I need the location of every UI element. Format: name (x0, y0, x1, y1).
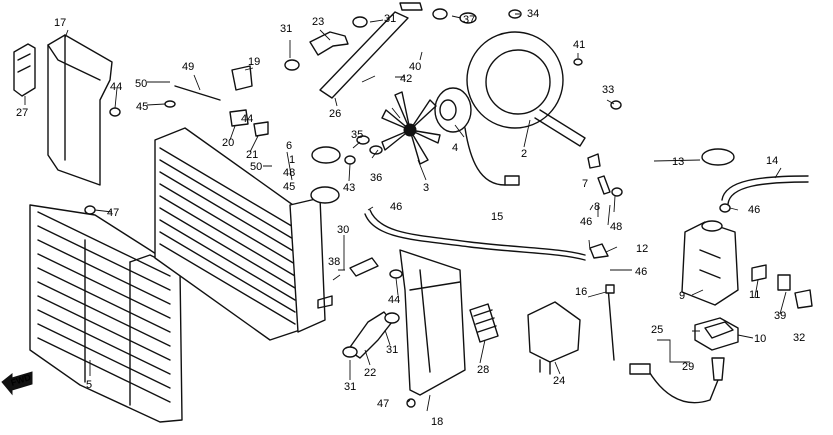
fan-blade (381, 91, 441, 165)
radiator-grille (29, 204, 183, 423)
callout-47a: 47 (107, 207, 119, 219)
callout-24: 24 (553, 375, 565, 387)
upper-stay (319, 11, 409, 99)
forward-arrow-icon (1, 371, 33, 396)
callout-9: 9 (679, 290, 685, 302)
mount-bracket (527, 301, 581, 375)
callout-7: 7 (582, 178, 588, 190)
side-shroud-left (47, 34, 113, 186)
callout-37: 37 (463, 14, 475, 26)
callout-44b: 44 (241, 113, 253, 125)
callout-46c: 46 (580, 216, 592, 228)
callout-31c: 31 (386, 344, 398, 356)
radiator-core (154, 127, 340, 341)
callout-1: 1 (289, 154, 295, 166)
callout-13: 13 (672, 156, 684, 168)
callout-labels: 1 2 3 4 5 6 7 8 9 10 11 12 13 14 15 16 1… (16, 8, 805, 428)
callout-10: 10 (754, 333, 766, 345)
tank-cap (701, 148, 735, 166)
callout-32: 32 (793, 332, 805, 344)
callout-20: 20 (222, 137, 234, 149)
callout-36: 36 (370, 172, 382, 184)
callout-50b: 50 (250, 161, 262, 173)
callout-39: 39 (774, 310, 786, 322)
callout-6: 6 (286, 140, 292, 152)
callout-42: 42 (400, 73, 412, 85)
callout-46a: 46 (390, 201, 402, 213)
callout-46b: 46 (748, 204, 760, 216)
temp-sensor-wire (629, 357, 725, 404)
callout-34: 34 (527, 8, 539, 20)
callout-28: 28 (477, 364, 489, 376)
reserve-tank (681, 220, 739, 306)
leader-lines (24, 13, 787, 412)
fan-shroud (466, 31, 586, 147)
callout-18: 18 (431, 416, 443, 428)
reservoir-hose (721, 175, 809, 205)
callout-33: 33 (602, 84, 614, 96)
callout-17: 17 (54, 17, 66, 29)
hardware-parts (84, 2, 813, 408)
overflow-hose (364, 209, 586, 261)
callout-40: 40 (409, 61, 421, 73)
callout-23: 23 (312, 16, 324, 28)
callout-38: 38 (328, 256, 340, 268)
lower-hose (342, 311, 400, 359)
callout-48a: 48 (610, 221, 622, 233)
callout-45a: 45 (136, 101, 148, 113)
callout-4: 4 (452, 142, 458, 154)
callout-12: 12 (636, 243, 648, 255)
fan-motor (434, 87, 520, 186)
side-cover-lower (399, 249, 466, 396)
callout-15: 15 (491, 211, 503, 223)
callout-41: 41 (573, 39, 585, 51)
rubber-pad (13, 43, 36, 97)
callout-31b: 31 (384, 13, 396, 25)
callout-50a: 50 (135, 78, 147, 90)
thermo-rod (605, 284, 615, 361)
callout-31d: 31 (344, 381, 356, 393)
tank-holder (694, 317, 739, 351)
callout-8: 8 (594, 201, 600, 213)
callout-27: 27 (16, 107, 28, 119)
callout-29: 29 (682, 361, 694, 373)
callout-25: 25 (651, 324, 663, 336)
callout-44c: 44 (388, 294, 400, 306)
callout-22: 22 (364, 367, 376, 379)
callout-14: 14 (766, 155, 778, 167)
callout-3: 3 (423, 182, 429, 194)
callout-30: 30 (337, 224, 349, 236)
small-grille (469, 303, 499, 343)
callout-21: 21 (246, 149, 258, 161)
callout-47b: 47 (377, 398, 389, 410)
upper-hose (309, 31, 349, 56)
callout-43: 43 (343, 182, 355, 194)
callout-31a: 31 (280, 23, 292, 35)
callout-2: 2 (521, 148, 527, 160)
callout-16: 16 (575, 286, 587, 298)
callout-26: 26 (329, 108, 341, 120)
callout-35: 35 (351, 129, 363, 141)
callout-46d: 46 (635, 266, 647, 278)
callout-19: 19 (248, 56, 260, 68)
callout-48b: 48 (283, 167, 295, 179)
callout-11: 11 (749, 289, 760, 301)
callout-5: 5 (86, 379, 92, 391)
callout-49: 49 (182, 61, 194, 73)
callout-45b: 45 (283, 181, 295, 193)
callout-44a: 44 (110, 81, 122, 93)
